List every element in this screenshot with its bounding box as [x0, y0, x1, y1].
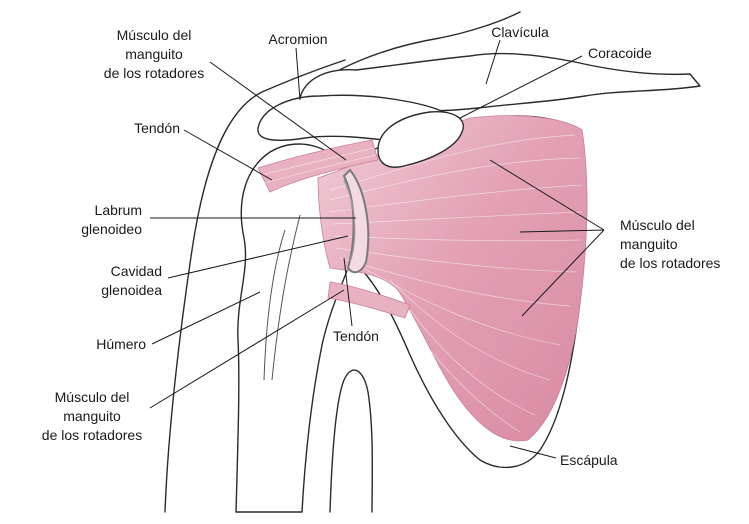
label-rotator-cuff-bottom: Músculo del manguito de los rotadores [42, 389, 142, 443]
label-acromion: Acromion [268, 31, 327, 47]
label-glenoid-line1: Cavidad [111, 263, 162, 279]
leader-acromion [296, 48, 300, 100]
label-glenoid-cavity: Cavidad glenoidea [101, 263, 162, 298]
label-rotator-cuff-right-line1: Músculo del [620, 217, 695, 233]
label-labrum: Labrum glenoideo [81, 202, 142, 237]
leader-tendon-upper [184, 130, 272, 180]
label-tendon-upper: Tendón [134, 120, 180, 136]
label-coracoid: Coracoide [588, 45, 652, 61]
label-rotator-cuff-top-line2: manguito [125, 46, 183, 62]
label-rotator-cuff-top-line3: de los rotadores [104, 65, 204, 81]
label-rotator-cuff-top-line1: Músculo del [117, 27, 192, 43]
label-rotator-cuff-right-line2: manguito [620, 236, 678, 252]
label-rotator-cuff-bottom-line2: manguito [63, 408, 121, 424]
label-rotator-cuff-top: Músculo del manguito de los rotadores [104, 27, 204, 81]
label-scapula: Escápula [560, 452, 618, 468]
label-clavicle: Clavícula [491, 24, 549, 40]
arm-bone-outline [330, 370, 372, 512]
label-labrum-line2: glenoideo [81, 221, 142, 237]
label-rotator-cuff-bottom-line1: Músculo del [55, 389, 130, 405]
label-rotator-cuff-bottom-line3: de los rotadores [42, 427, 142, 443]
label-glenoid-line2: glenoidea [101, 282, 162, 298]
label-humerus: Húmero [96, 336, 146, 352]
label-tendon-lower: Tendón [333, 328, 379, 344]
label-labrum-line1: Labrum [95, 202, 142, 218]
label-rotator-cuff-right-line3: de los rotadores [620, 255, 720, 271]
label-rotator-cuff-right: Músculo del manguito de los rotadores [620, 217, 720, 271]
